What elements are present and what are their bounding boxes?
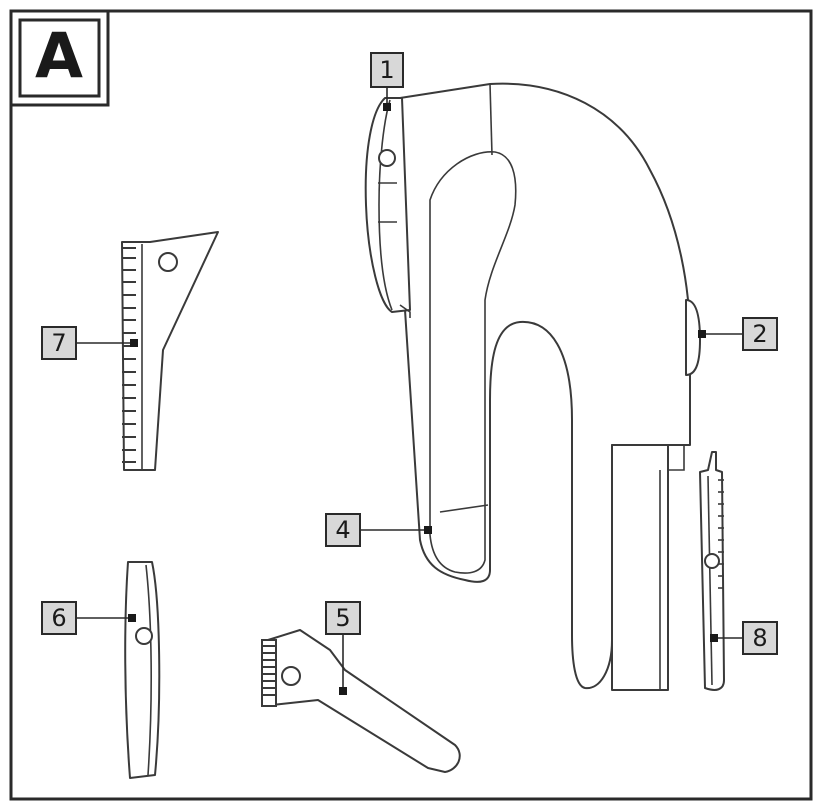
- callout-8-label: 8: [752, 624, 767, 652]
- callout-5-label: 5: [335, 604, 350, 632]
- callout-7: 7: [41, 326, 138, 360]
- callout-4-label: 4: [335, 516, 350, 544]
- callout-4: 4: [325, 513, 432, 547]
- callout-2: 2: [698, 317, 778, 351]
- callout-2-label: 2: [752, 320, 767, 348]
- part-6-cover: [124, 561, 161, 779]
- callout-5: 5: [325, 601, 361, 695]
- part-5-brush: [261, 629, 461, 773]
- part-7-blade: [121, 231, 219, 471]
- callout-1-label: 1: [379, 56, 394, 84]
- callout-8: 8: [710, 621, 778, 655]
- callout-6-label: 6: [51, 604, 66, 632]
- callout-7-label: 7: [51, 329, 66, 357]
- callout-6: 6: [41, 601, 136, 635]
- blade-head: [364, 97, 411, 318]
- blade-teeth: [122, 247, 136, 463]
- outer-frame: [9, 9, 813, 801]
- part-8-side-piece: [699, 451, 725, 691]
- callout-1: 1: [370, 52, 404, 111]
- lint-remover-body: [399, 82, 701, 691]
- panel-letter-badge: A: [9, 9, 110, 107]
- panel-letter: A: [35, 20, 83, 93]
